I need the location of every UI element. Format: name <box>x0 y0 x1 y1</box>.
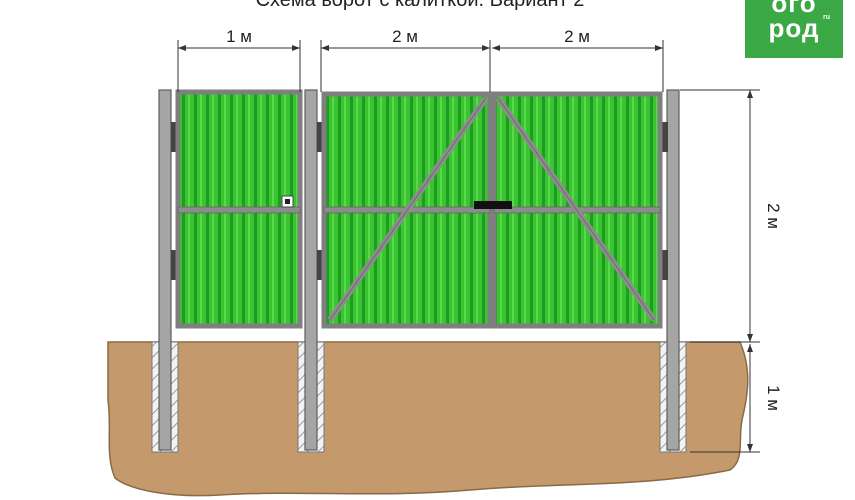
hinge <box>171 250 178 280</box>
hinge <box>317 122 324 152</box>
dimension-arrows-top <box>178 45 663 51</box>
dim-label-depth: 1 м <box>764 385 783 411</box>
logo-line-1: ого <box>771 0 817 18</box>
gate-leaf-right <box>491 91 663 329</box>
diagram-title: Схема ворот с калиткой. Вариант 2 <box>256 0 585 11</box>
logo-line-2: род <box>768 13 820 43</box>
dimension-right <box>680 89 760 453</box>
gate-latch <box>474 201 512 209</box>
hinge <box>171 122 178 152</box>
gate-leaf-left <box>321 91 493 329</box>
dim-label-right-leaf-width: 2 м <box>564 27 590 46</box>
dim-label-height: 2 м <box>764 203 783 229</box>
soil-ground <box>107 341 749 497</box>
brand-logo: ого род ru <box>745 0 843 58</box>
dimension-arrows-right <box>747 90 753 452</box>
wicket-gate <box>175 89 303 329</box>
hinge <box>661 250 668 280</box>
dim-label-wicket-width: 1 м <box>226 27 252 46</box>
post-right <box>666 89 680 451</box>
dim-label-left-leaf-width: 2 м <box>392 27 418 46</box>
hinge <box>317 250 324 280</box>
logo-sup: ru <box>823 14 830 21</box>
post-middle <box>304 89 318 451</box>
hinge <box>661 122 668 152</box>
dimension-top <box>177 40 664 92</box>
post-left <box>158 89 172 451</box>
